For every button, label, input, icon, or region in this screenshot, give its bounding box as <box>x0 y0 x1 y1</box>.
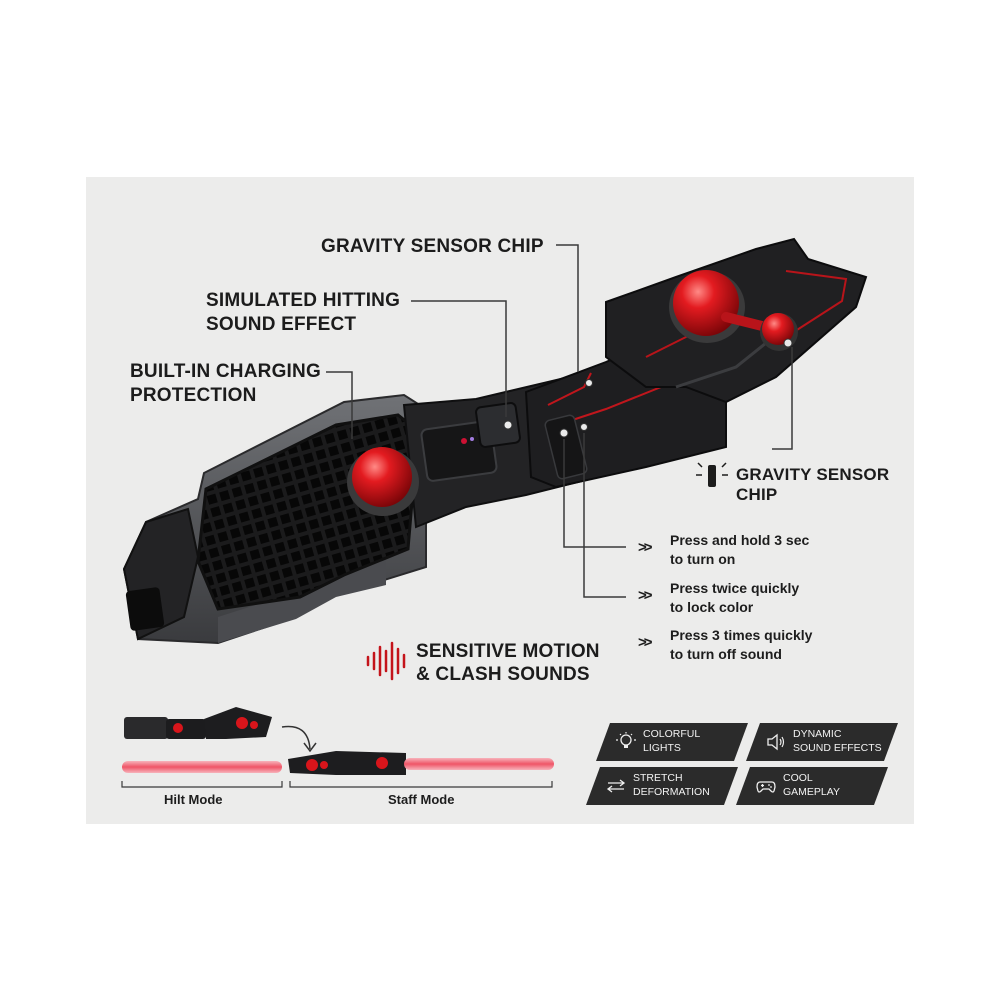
badge-line2: SOUND EFFECTS <box>793 742 882 754</box>
chevron-icon: >> <box>638 539 652 556</box>
instruction-2-line1: Press twice quickly <box>670 580 800 596</box>
charging-label-line1: BUILT-IN CHARGING <box>130 361 321 382</box>
instruction-2-line2: to lock color <box>670 599 754 615</box>
hilt-mode-caption: Hilt Mode <box>164 792 223 807</box>
mode-brackets <box>121 781 553 788</box>
badge-line1: COLORFUL <box>643 728 701 740</box>
instruction-1-line1: Press and hold 3 sec <box>670 532 810 548</box>
badge-line1: DYNAMIC <box>793 728 842 740</box>
motion-label-line2: & CLASH SOUNDS <box>416 664 590 685</box>
instruction-3-line2: to turn off sound <box>670 646 782 662</box>
product-illustration <box>121 237 868 788</box>
hilt-illustration <box>122 237 868 645</box>
gravity-sensor-label-top: GRAVITY SENSOR CHIP <box>321 236 544 257</box>
callout-lines <box>326 244 793 598</box>
gamepad-icon <box>756 781 776 793</box>
transform-arrow <box>281 725 311 750</box>
product-panel: GRAVITY SENSOR CHIP SIMULATED HITTING SO… <box>86 177 914 824</box>
badge-line2: DEFORMATION <box>633 786 710 798</box>
chevron-icon: >> <box>638 587 652 604</box>
hitting-sound-label-line1: SIMULATED HITTING <box>206 290 401 311</box>
hilt-mode-illustration <box>122 707 282 773</box>
instruction-1-line2: to turn on <box>670 551 736 567</box>
charging-label-line2: PROTECTION <box>130 385 257 406</box>
feature-badge-colorful-lights: COLORFUL LIGHTS <box>596 723 748 761</box>
badge-line1: STRETCH <box>633 772 683 784</box>
feature-badge-cool-gameplay: COOL GAMEPLAY <box>736 767 888 805</box>
lightbulb-icon <box>616 732 636 748</box>
gravity-sensor-label-right-line1: GRAVITY SENSOR <box>736 465 890 484</box>
speaker-icon <box>767 733 785 751</box>
staff-mode-illustration <box>288 751 554 775</box>
sound-wave-icon <box>366 641 406 681</box>
instruction-3-line1: Press 3 times quickly <box>670 627 813 643</box>
chevron-icon: >> <box>638 634 652 651</box>
staff-mode-caption: Staff Mode <box>388 792 455 807</box>
badge-line1: COOL <box>783 772 813 784</box>
hitting-sound-label-line2: SOUND EFFECT <box>206 314 357 335</box>
badge-line2: LIGHTS <box>643 742 681 754</box>
hand-sensor-icon <box>696 462 728 487</box>
badge-line2: GAMEPLAY <box>783 786 840 798</box>
feature-badge-stretch-deformation: STRETCH DEFORMATION <box>586 767 738 805</box>
gravity-sensor-label-right-line2: CHIP <box>736 485 778 504</box>
arrows-icon <box>606 779 626 793</box>
motion-label-line1: SENSITIVE MOTION <box>416 641 600 662</box>
feature-badge-dynamic-sound: DYNAMIC SOUND EFFECTS <box>746 723 898 761</box>
